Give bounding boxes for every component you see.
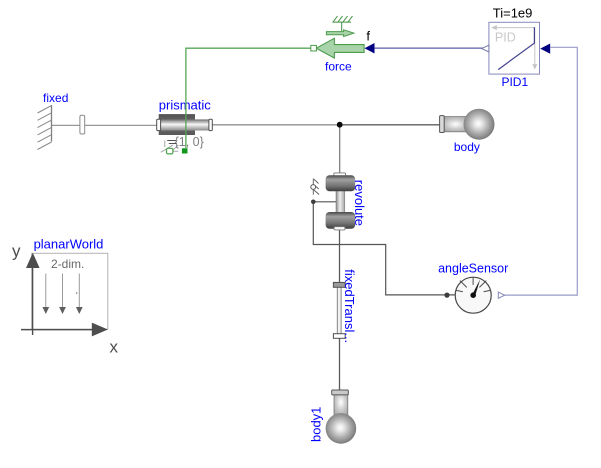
svg-text:x: x [110, 338, 119, 357]
svg-text:revolute: revolute [352, 180, 367, 226]
svg-text:fixedTransl...: fixedTransl... [342, 269, 357, 343]
svg-text:prismatic: prismatic [159, 98, 212, 113]
svg-text:{1, 0}: {1, 0} [175, 135, 204, 149]
svg-text:force: force [325, 60, 352, 74]
svg-text:Ti=1e9: Ti=1e9 [493, 5, 533, 20]
svg-text:PID: PID [495, 30, 516, 44]
svg-text:angleSensor: angleSensor [438, 261, 508, 275]
svg-text:2-dim.: 2-dim. [51, 257, 84, 271]
svg-text:planarWorld: planarWorld [34, 237, 104, 252]
svg-text:y: y [12, 242, 21, 261]
svg-text:fixed: fixed [43, 91, 68, 105]
svg-text:f: f [366, 29, 370, 44]
svg-text:body: body [454, 140, 480, 154]
svg-text:PID1: PID1 [501, 75, 528, 89]
svg-text:body1: body1 [308, 407, 323, 442]
